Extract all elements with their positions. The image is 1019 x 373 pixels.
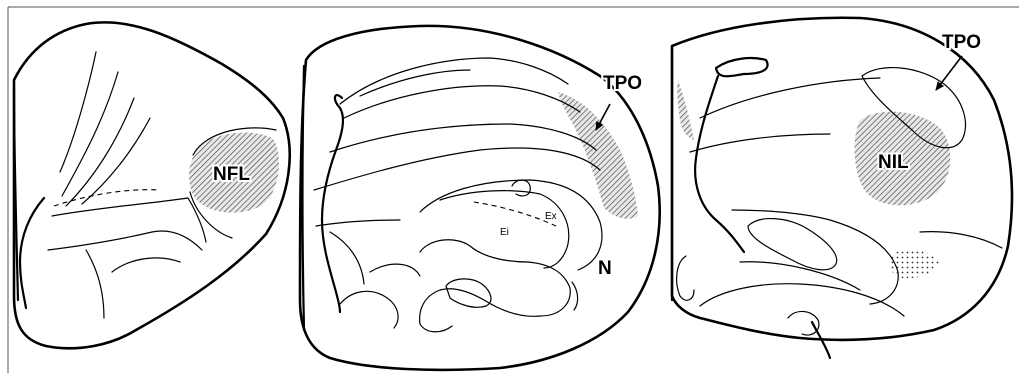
right-section-panel: TPO NIL xyxy=(672,18,1012,358)
left-region-label: NFL xyxy=(213,164,250,185)
left-section-panel: NFL xyxy=(14,22,290,348)
right-section-outline xyxy=(672,18,1012,340)
middle-region-label: TPO xyxy=(603,73,642,94)
middle-nucleus-label: N xyxy=(598,258,612,279)
right-region-label: TPO xyxy=(942,32,981,53)
middle-inner-label: Ei xyxy=(500,227,509,238)
middle-outer-label: Ex xyxy=(545,211,557,222)
middle-section-panel: TPO N Ei Ex xyxy=(300,26,660,370)
right-nucleus-label: NIL xyxy=(878,152,909,173)
